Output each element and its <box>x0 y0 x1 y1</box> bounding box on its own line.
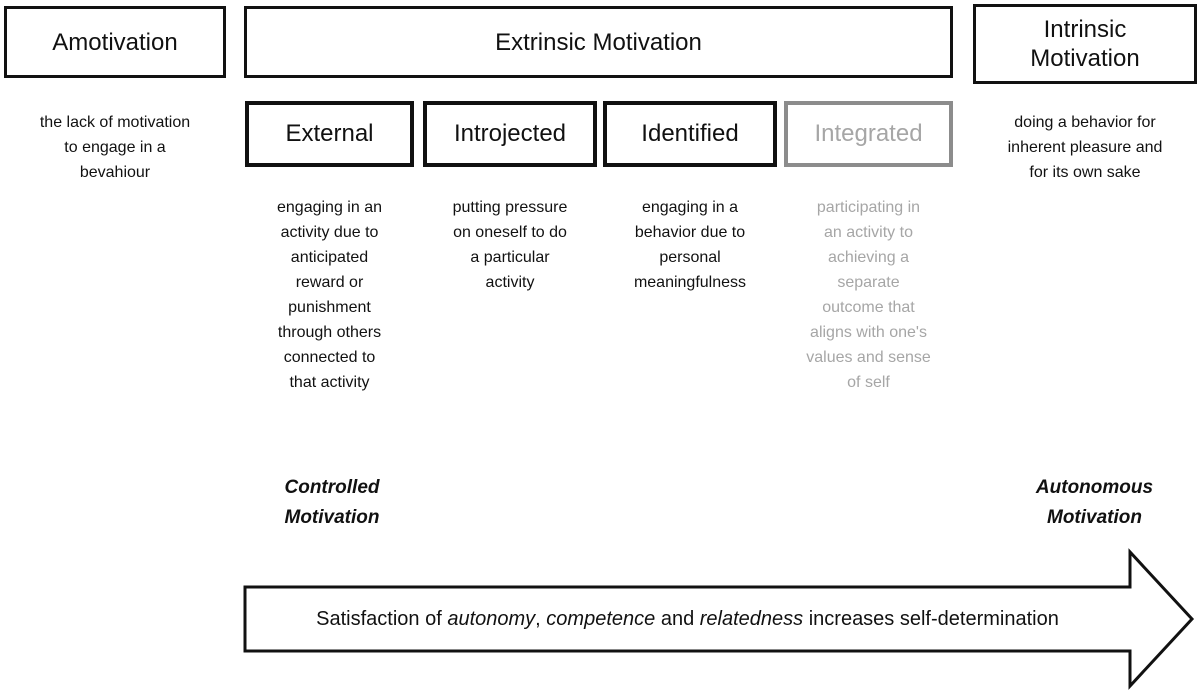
extrinsic-motivation-box: Extrinsic Motivation <box>244 6 953 78</box>
identified-description: engaging in a behavior due to personal m… <box>633 199 747 291</box>
arrow-caption-part: and <box>655 608 700 630</box>
arrow-caption-part-competence: competence <box>546 608 656 630</box>
arrow-caption-part: , <box>535 608 547 630</box>
arrow-caption-part-relatedness: relatedness <box>699 608 804 630</box>
arrow-caption-part: Satisfaction of <box>316 608 448 630</box>
extrinsic-motivation-title: Extrinsic Motivation <box>495 28 702 56</box>
intrinsic-description: doing a behavior for inherent pleasure a… <box>1007 114 1163 181</box>
subtype-box-identified: Identified <box>603 101 777 167</box>
right-arrow-shape <box>243 548 1195 690</box>
amotivation-description: the lack of motivation to engage in a be… <box>39 114 191 181</box>
amotivation-title: Amotivation <box>52 28 178 56</box>
intrinsic-motivation-title: Intrinsic Motivation <box>1030 16 1140 72</box>
arrow-caption-part: increases self-determination <box>803 608 1059 630</box>
external-description: engaging in an activity due to anticipat… <box>277 199 382 391</box>
arrow-caption-part-autonomy: autonomy <box>447 608 536 630</box>
subtype-label-integrated: Integrated <box>814 120 923 147</box>
introjected-description: putting pressure on oneself to do a part… <box>452 199 568 291</box>
subtype-box-external: External <box>245 101 414 167</box>
subtype-box-introjected: Introjected <box>423 101 597 167</box>
autonomous-motivation-label: Autonomous Motivation <box>1035 477 1154 528</box>
arrow-caption: Satisfaction of autonomy, competence and… <box>245 604 1130 634</box>
controlled-motivation-label: Controlled Motivation <box>284 477 380 528</box>
subtype-label-external: External <box>285 120 374 147</box>
integrated-description: participating in an activity to achievin… <box>806 199 931 391</box>
subtype-box-integrated: Integrated <box>784 101 953 167</box>
subtype-label-identified: Identified <box>641 120 739 147</box>
intrinsic-motivation-box: Intrinsic Motivation <box>973 4 1197 84</box>
amotivation-box: Amotivation <box>4 6 226 78</box>
subtype-label-introjected: Introjected <box>453 120 567 147</box>
